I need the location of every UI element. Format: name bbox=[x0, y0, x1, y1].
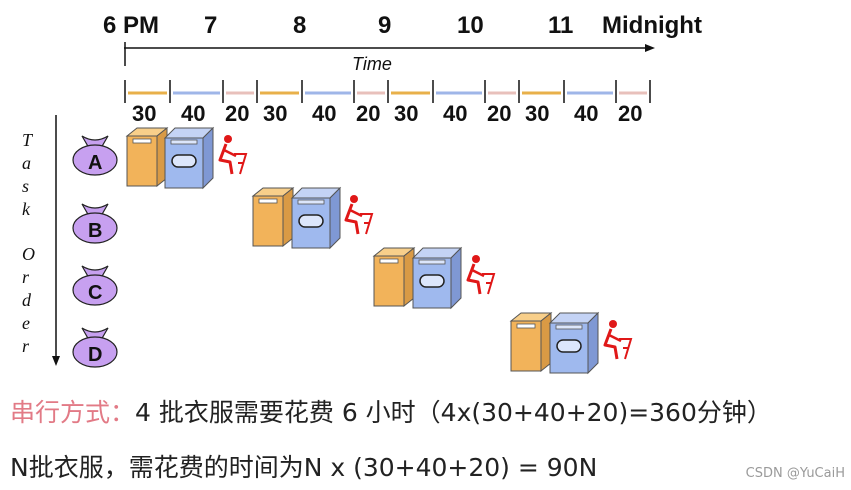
folding-table bbox=[234, 153, 248, 175]
bag-body bbox=[72, 274, 118, 306]
duration-label: 30 bbox=[525, 101, 550, 126]
task-order-arrowhead bbox=[52, 356, 60, 366]
dryer-icon bbox=[163, 126, 215, 190]
washer-icon bbox=[125, 126, 169, 188]
duration-label: 30 bbox=[394, 101, 419, 126]
washer-icon bbox=[251, 186, 295, 248]
duration-label: 20 bbox=[356, 101, 381, 126]
person-head bbox=[350, 195, 358, 203]
person-folding-icon bbox=[466, 255, 496, 295]
duration-segments bbox=[124, 80, 651, 103]
duration-label: 20 bbox=[225, 101, 250, 126]
dryer-door bbox=[419, 274, 445, 288]
washer-lid bbox=[379, 258, 399, 264]
dryer-side bbox=[587, 311, 599, 375]
hour-label: Midnight bbox=[602, 12, 702, 39]
person-folding-icon bbox=[218, 135, 248, 175]
dryer-panel bbox=[297, 199, 325, 205]
washer-front bbox=[510, 320, 542, 372]
dryer-side bbox=[202, 126, 214, 190]
person-head bbox=[224, 135, 232, 143]
hour-label: 6 PM bbox=[103, 12, 160, 39]
hour-label: 9 bbox=[378, 12, 392, 39]
bag-body bbox=[72, 144, 118, 176]
duration-label: 30 bbox=[132, 101, 157, 126]
hour-label: 8 bbox=[293, 12, 307, 39]
dryer-side bbox=[450, 246, 462, 310]
person-body bbox=[466, 263, 482, 295]
hour-label: 11 bbox=[548, 12, 574, 39]
bag-letter: B bbox=[88, 220, 103, 242]
laundry-bag-icon bbox=[72, 265, 118, 306]
bag-letter: C bbox=[88, 282, 103, 304]
dryer-panel bbox=[170, 139, 198, 145]
hour-label: 7 bbox=[204, 12, 218, 39]
task-order-letter: s bbox=[22, 176, 30, 196]
washer-icon bbox=[509, 311, 553, 373]
person-body bbox=[344, 203, 360, 235]
dryer-side bbox=[329, 186, 341, 250]
task-order-letter: k bbox=[22, 199, 30, 219]
rows-layer bbox=[72, 126, 633, 375]
task-order-letter: r bbox=[22, 336, 30, 356]
axis-title: Time bbox=[352, 54, 392, 74]
duration-label: 40 bbox=[312, 101, 337, 126]
watermark: CSDN @YuCaiH bbox=[745, 466, 845, 481]
duration-label: 20 bbox=[618, 101, 643, 126]
person-head bbox=[472, 255, 480, 263]
washer-lid bbox=[258, 198, 278, 204]
bag-body bbox=[72, 212, 118, 244]
person-folding-icon bbox=[603, 320, 633, 360]
task-order-letter: T bbox=[22, 130, 33, 150]
time-axis bbox=[124, 42, 655, 103]
bag-body bbox=[72, 336, 118, 368]
duration-label: 40 bbox=[443, 101, 468, 126]
task-order-letter: e bbox=[22, 313, 30, 333]
folding-table bbox=[360, 213, 374, 235]
person-head bbox=[609, 320, 617, 328]
duration-label: 30 bbox=[263, 101, 288, 126]
laundry-bag-icon bbox=[72, 203, 118, 244]
person-body bbox=[603, 328, 619, 360]
washer-front bbox=[126, 135, 158, 187]
task-order-letter: O bbox=[22, 244, 35, 264]
dryer-door bbox=[171, 154, 197, 168]
bag-letter: A bbox=[88, 152, 103, 174]
washer-lid bbox=[132, 138, 152, 144]
task-order-letter: r bbox=[22, 267, 30, 287]
duration-label: 20 bbox=[487, 101, 512, 126]
dryer-icon bbox=[548, 311, 600, 375]
hour-label: 10 bbox=[457, 12, 484, 39]
washer-lid bbox=[516, 323, 536, 329]
duration-label: 40 bbox=[181, 101, 206, 126]
bag-letter: D bbox=[88, 344, 103, 366]
washer-front bbox=[373, 255, 405, 307]
laundry-bag-icon bbox=[72, 135, 118, 176]
washer-icon bbox=[372, 246, 416, 308]
dryer-panel bbox=[418, 259, 446, 265]
caption-line-2: N批衣服，需花费的时间为N x (30+40+20) = 90N bbox=[10, 453, 598, 482]
duration-label: 40 bbox=[574, 101, 599, 126]
dryer-icon bbox=[411, 246, 463, 310]
dryer-door bbox=[556, 339, 582, 353]
person-body bbox=[218, 143, 234, 175]
folding-table bbox=[482, 273, 496, 295]
dryer-panel bbox=[555, 324, 583, 330]
task-rows bbox=[52, 115, 633, 375]
dryer-door bbox=[298, 214, 324, 228]
caption-line-1-text: 4 批衣服需要花费 6 小时（4x(30+40+20)=360分钟） bbox=[135, 398, 772, 427]
task-order-letter: a bbox=[22, 153, 31, 173]
task-order-letter: d bbox=[22, 290, 31, 310]
washer-front bbox=[252, 195, 284, 247]
caption-line-1: 串行方式：4 批衣服需要花费 6 小时（4x(30+40+20)=360分钟） bbox=[10, 393, 772, 429]
laundry-bag-icon bbox=[72, 327, 118, 368]
folding-table bbox=[619, 338, 633, 360]
dryer-icon bbox=[290, 186, 342, 250]
time-axis-arrowhead bbox=[645, 44, 655, 52]
person-folding-icon bbox=[344, 195, 374, 235]
caption-prefix: 串行方式： bbox=[10, 398, 136, 427]
